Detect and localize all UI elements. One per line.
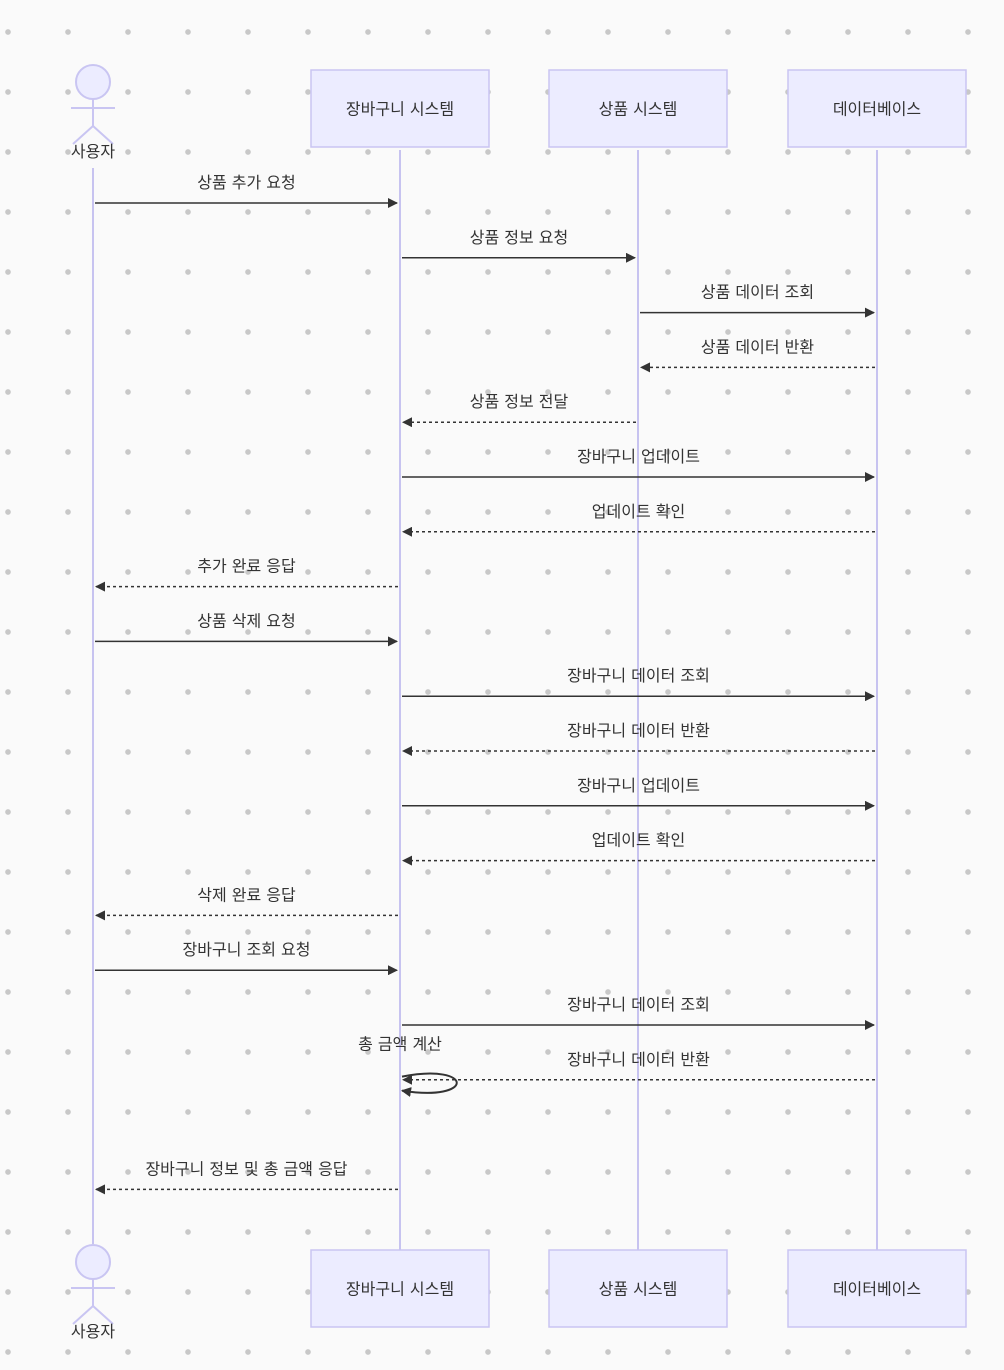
participant-cart-top: 장바구니 시스템 xyxy=(310,69,490,148)
message-label: 업데이트 확인 xyxy=(592,831,685,850)
actor-head-icon xyxy=(75,1244,111,1280)
message-19: 장바구니 정보 및 총 금액 응답 xyxy=(95,1159,398,1195)
message-2: 상품 정보 요청 xyxy=(402,228,636,263)
participant-label: 상품 시스템 xyxy=(599,100,678,119)
message-label: 총 금액 계산 xyxy=(358,1035,442,1054)
message-18: 총 금액 계산 xyxy=(358,1035,458,1097)
participant-box xyxy=(548,1249,728,1328)
message-label: 장바구니 업데이트 xyxy=(577,447,700,466)
message-5: 상품 정보 전달 xyxy=(402,392,636,428)
message-13: 업데이트 확인 xyxy=(402,831,875,866)
message-14: 삭제 완료 응답 xyxy=(95,885,398,921)
message-9: 상품 삭제 요청 xyxy=(95,611,398,647)
actor-head-icon xyxy=(75,64,111,100)
participant-db-top: 데이터베이스 xyxy=(787,69,967,148)
participant-label: 상품 시스템 xyxy=(599,1280,678,1299)
participant-db-bottom: 데이터베이스 xyxy=(787,1249,967,1328)
message-label: 추가 완료 응답 xyxy=(197,557,296,576)
message-label: 삭제 완료 응답 xyxy=(197,885,296,904)
message-label: 장바구니 조회 요청 xyxy=(183,940,311,959)
actor-leg-right xyxy=(92,1305,114,1325)
message-7: 업데이트 확인 xyxy=(402,502,875,537)
message-11: 장바구니 데이터 반환 xyxy=(402,721,875,756)
message-3: 상품 데이터 조회 xyxy=(640,283,875,318)
message-label: 상품 정보 요청 xyxy=(470,228,569,247)
message-label: 장바구니 데이터 반환 xyxy=(567,1050,710,1069)
message-6: 장바구니 업데이트 xyxy=(402,447,875,482)
message-label: 장바구니 데이터 조회 xyxy=(567,995,710,1014)
actor-leg-left xyxy=(72,1305,94,1325)
message-12: 장바구니 업데이트 xyxy=(402,776,875,811)
message-label: 상품 삭제 요청 xyxy=(197,611,296,630)
message-10: 장바구니 데이터 조회 xyxy=(402,666,875,702)
participant-cart-bottom: 장바구니 시스템 xyxy=(310,1249,490,1328)
participant-product-bottom: 상품 시스템 xyxy=(548,1249,728,1328)
actor-leg-right xyxy=(92,125,114,145)
message-label: 업데이트 확인 xyxy=(592,502,685,521)
actor-label: 사용자 xyxy=(71,1322,115,1341)
message-label: 장바구니 업데이트 xyxy=(577,776,700,795)
message-arrow xyxy=(401,1072,458,1097)
message-label: 상품 데이터 조회 xyxy=(701,283,814,302)
message-label: 장바구니 데이터 반환 xyxy=(567,721,710,740)
actor-user-bottom: 사용자 xyxy=(71,1244,115,1341)
participant-label: 데이터베이스 xyxy=(833,100,921,119)
message-label: 상품 정보 전달 xyxy=(470,392,569,411)
participant-box xyxy=(310,69,490,148)
actor-label: 사용자 xyxy=(71,142,115,161)
participant-box xyxy=(787,69,967,148)
message-8: 추가 완료 응답 xyxy=(95,557,398,592)
message-1: 상품 추가 요청 xyxy=(95,173,398,208)
actor-user-top: 사용자 xyxy=(71,64,115,161)
message-label: 상품 추가 요청 xyxy=(197,173,296,192)
participant-label: 데이터베이스 xyxy=(833,1280,921,1299)
participant-box xyxy=(787,1249,967,1328)
message-label: 장바구니 데이터 조회 xyxy=(567,666,710,685)
message-4: 상품 데이터 반환 xyxy=(640,337,875,373)
participant-box xyxy=(548,69,728,148)
actor-leg-left xyxy=(72,125,94,145)
message-label: 장바구니 정보 및 총 금액 응답 xyxy=(145,1159,347,1178)
message-17: 장바구니 데이터 반환 xyxy=(402,1050,875,1085)
participant-label: 장바구니 시스템 xyxy=(346,1280,454,1299)
participant-product-top: 상품 시스템 xyxy=(548,69,728,148)
participant-box xyxy=(310,1249,490,1328)
message-15: 장바구니 조회 요청 xyxy=(95,940,398,976)
participant-label: 장바구니 시스템 xyxy=(346,100,454,119)
message-16: 장바구니 데이터 조회 xyxy=(402,995,875,1030)
message-label: 상품 데이터 반환 xyxy=(701,337,814,356)
